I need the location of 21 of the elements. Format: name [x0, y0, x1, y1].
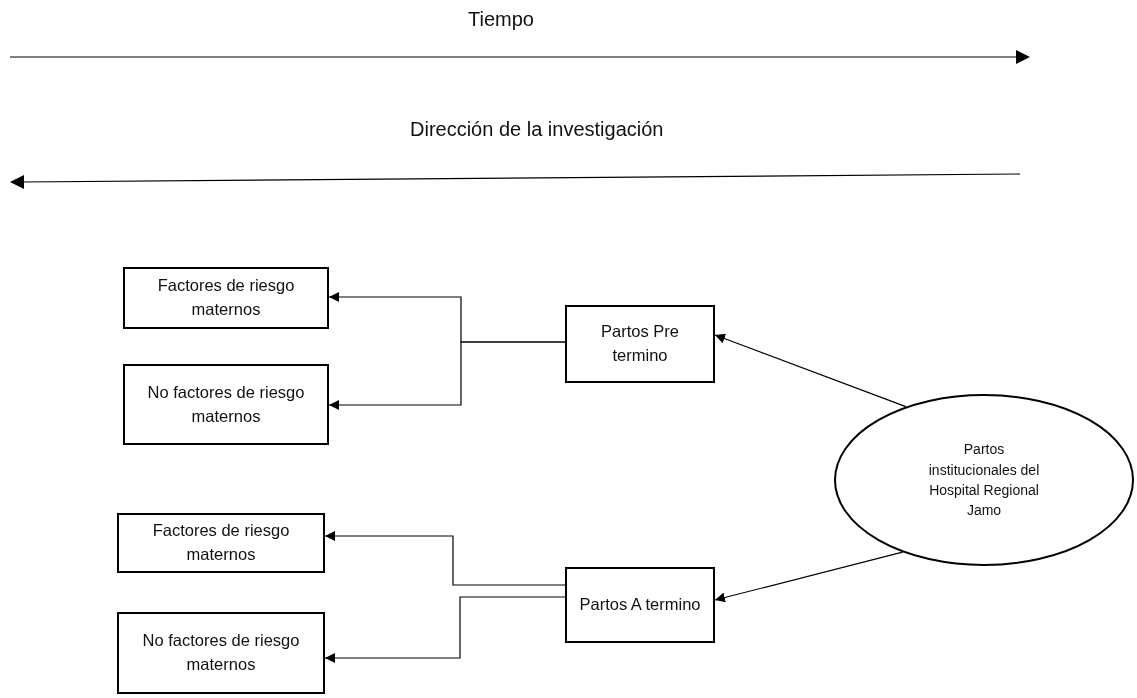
node-text: No factores de riesgo maternos: [146, 381, 306, 427]
node-text: No factores de riesgo maternos: [141, 630, 301, 675]
arrow: [714, 333, 907, 408]
arrow: [714, 551, 904, 603]
axis-label: Dirección de la investigación: [410, 118, 664, 141]
process-box: [117, 612, 325, 694]
process-box: [565, 305, 715, 383]
process-box: [123, 267, 329, 329]
population-ellipse: [834, 394, 1134, 566]
node-text: Factores de riesgo maternos: [151, 520, 291, 565]
arrow: [328, 341, 566, 410]
process-box: [117, 513, 325, 573]
arrow: [324, 596, 566, 663]
process-box: [123, 364, 329, 445]
node-text: Partos institucionales del Hospital Regional Jamo: [927, 440, 1041, 521]
node-text: Partos A termino: [579, 594, 701, 616]
axis-label: Tiempo: [468, 8, 534, 31]
process-box: [565, 567, 715, 643]
arrow: [324, 531, 566, 586]
node-text: Partos Pre termino: [600, 321, 680, 366]
node-text: Factores de riesgo maternos: [156, 275, 296, 320]
